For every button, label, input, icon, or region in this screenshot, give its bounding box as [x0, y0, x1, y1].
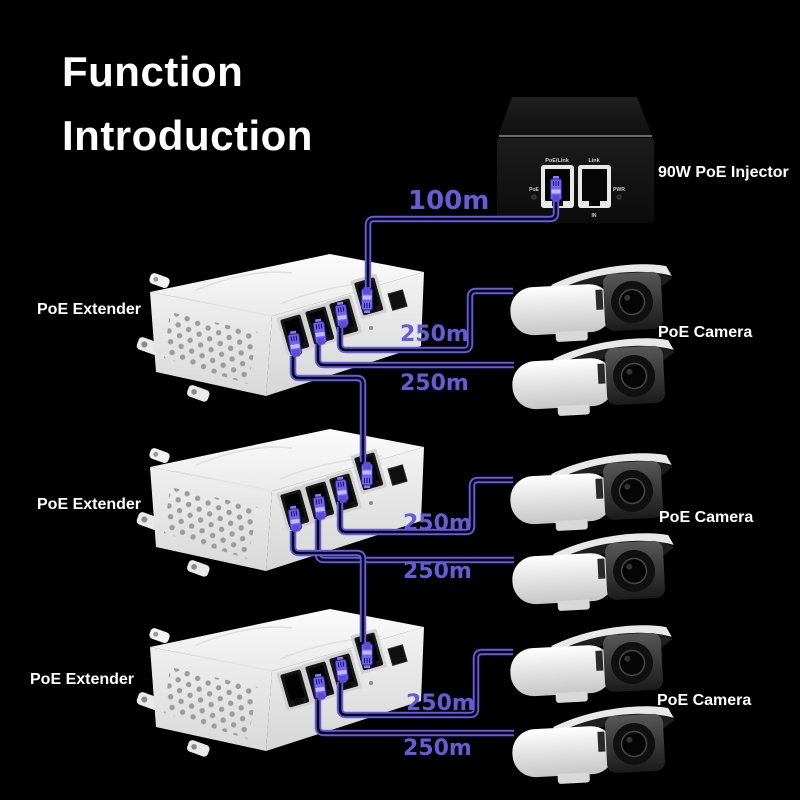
cable-injector-to-extender1: [364, 200, 560, 288]
poe-extender-device-1: [134, 253, 425, 404]
injector-led-right-label: PWR: [613, 187, 625, 193]
rj45-plug-ext1-uplink: [361, 286, 373, 314]
rj45-plug-ext2-uplink: [361, 461, 373, 489]
extender-label-1: PoE Extender: [37, 301, 142, 318]
cable-extender3-to-camera5: [336, 648, 513, 719]
distance-label-250m-6: 250m: [403, 736, 472, 761]
injector-led-left-label: PoE: [529, 187, 539, 193]
distance-label-250m-1: 250m: [400, 322, 469, 347]
cable-extender1-to-extender2: [289, 356, 367, 462]
poe-camera-device-3: [507, 450, 677, 535]
poe-camera-device-1: [507, 261, 677, 346]
rj45-plug-ext3-uplink: [361, 641, 373, 669]
page-title: Function Introduction: [62, 40, 313, 168]
camera-label-3: PoE Camera: [657, 692, 752, 709]
injector-label: 90W PoE Injector: [658, 164, 789, 181]
poe-camera-device-5: [507, 622, 677, 707]
poe-camera-device-2: [509, 335, 679, 420]
distance-label-250m-3: 250m: [403, 511, 472, 536]
rj45-plug-injector: [550, 175, 562, 203]
poe-injector-device: PoE/Link Link PoE PWR IN: [497, 97, 654, 223]
distance-label-100m: 100m: [408, 186, 490, 216]
cable-extender1-to-camera2: [314, 344, 514, 369]
injector-poe-led: [531, 194, 537, 200]
distance-label-250m-5: 250m: [406, 691, 475, 716]
injector-pwr-led: [616, 194, 622, 200]
poe-camera-device-4: [509, 530, 679, 615]
poe-extender-device-2: [134, 428, 425, 579]
cable-extender2-to-extender3: [289, 531, 367, 642]
cable-extender3-to-camera6: [314, 699, 514, 737]
distance-label-250m-4: 250m: [403, 559, 472, 584]
injector-port-left-label: PoE/Link: [545, 158, 569, 164]
distance-label-250m-2: 250m: [400, 371, 469, 396]
title-line-2: Introduction: [62, 112, 313, 159]
cable-extender2-to-camera3: [336, 476, 513, 536]
title-line-1: Function: [62, 48, 244, 95]
injector-port-bottom-label: IN: [592, 213, 597, 219]
camera-label-2: PoE Camera: [659, 509, 754, 526]
extender-label-3: PoE Extender: [30, 671, 135, 688]
injector-port-right-label: Link: [588, 158, 600, 164]
cable-extender1-to-camera1: [336, 287, 513, 354]
camera-label-1: PoE Camera: [658, 324, 753, 341]
poe-camera-device-6: [509, 703, 679, 788]
injector-port-link: [578, 165, 611, 208]
extender-label-2: PoE Extender: [37, 496, 142, 513]
